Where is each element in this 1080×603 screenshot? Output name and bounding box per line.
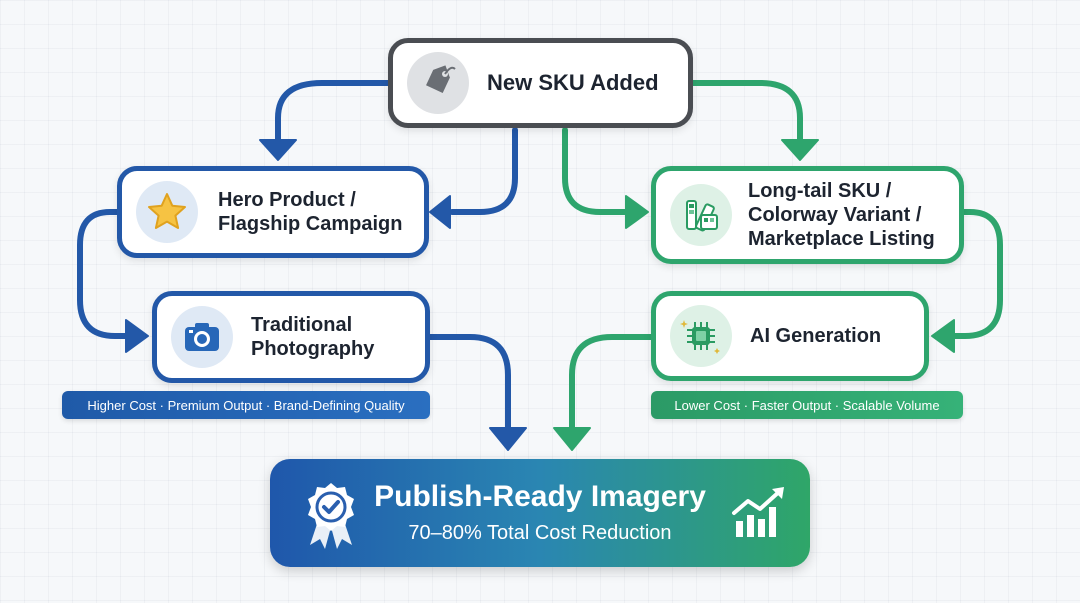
tag-icon [407, 52, 469, 114]
outcome-title: Publish-Ready Imagery [374, 480, 706, 513]
node-traditional-photography: Traditional Photography [152, 291, 430, 383]
arrow-start-to-longtail-left [562, 127, 631, 215]
arrow-longtail-to-ai [949, 209, 1003, 339]
growth-chart-icon [730, 483, 790, 548]
arrow-start-to-hero-right-head [429, 195, 451, 229]
arrow-start-to-longtail-left-head [625, 195, 649, 229]
arrow-start-to-longtail [690, 80, 803, 145]
arrow-traditional-to-publish [427, 334, 511, 431]
arrow-start-to-longtail-head [781, 139, 819, 161]
outcome-subtitle: 70–80% Total Cost Reduction [408, 522, 672, 544]
node-ai-generation: AI Generation [651, 291, 929, 381]
arrow-traditional-to-publish-head [489, 427, 527, 451]
node-label: Long-tail SKU / Colorway Variant / Marke… [748, 180, 935, 250]
quality-badge-icon [298, 479, 364, 556]
arrow-start-to-hero-right [449, 127, 518, 215]
star-icon [136, 181, 198, 243]
node-label: New SKU Added [487, 70, 659, 95]
arrow-longtail-to-ai-head [931, 319, 955, 353]
arrow-ai-to-publish [569, 334, 654, 431]
ai-chip-icon [670, 305, 732, 367]
node-label: AI Generation [750, 325, 882, 347]
node-longtail-sku: Long-tail SKU / Colorway Variant / Marke… [651, 166, 964, 264]
arrow-start-to-hero-head [259, 139, 297, 161]
node-label: Hero Product / Flagship Campaign [218, 189, 403, 235]
arrow-hero-to-traditional-head [125, 319, 149, 353]
arrow-start-to-hero [275, 80, 391, 145]
publish-ready-outcome: Publish-Ready Imagery 70–80% Total Cost … [270, 459, 810, 567]
node-hero-product: Hero Product / Flagship Campaign [117, 166, 429, 258]
arrow-ai-to-publish-head [553, 427, 591, 451]
node-label: Traditional Photography [251, 314, 375, 360]
traditional-tradeoff-pill: Higher Cost · Premium Output · Brand-Def… [62, 391, 430, 419]
color-swatch-icon [670, 184, 732, 246]
node-new-sku-added: New SKU Added [388, 38, 693, 128]
arrow-hero-to-traditional [77, 209, 131, 339]
camera-icon [171, 306, 233, 368]
ai-tradeoff-pill: Lower Cost · Faster Output · Scalable Vo… [651, 391, 963, 419]
